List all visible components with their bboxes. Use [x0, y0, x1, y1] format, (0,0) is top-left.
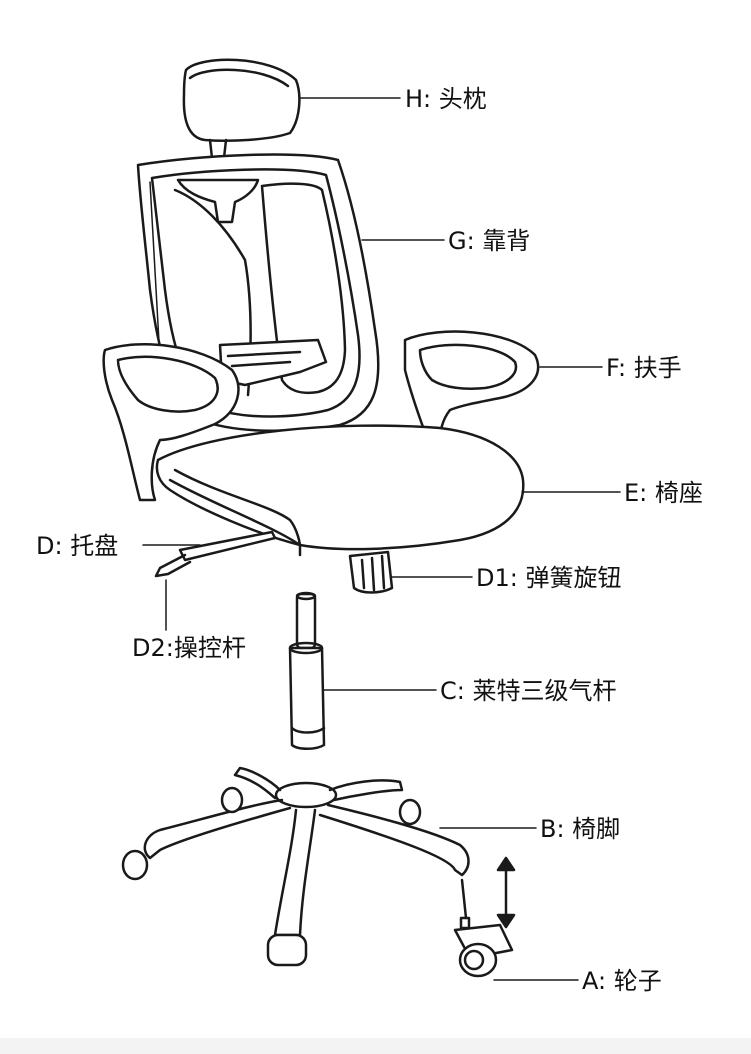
seat-drawing	[155, 424, 525, 557]
label-wheels: A: 轮子	[582, 967, 662, 995]
label-spring-knob: D1: 弹簧旋钮	[476, 564, 621, 592]
label-tray: D: 托盘	[36, 532, 118, 560]
label-headrest: H: 头枕	[405, 85, 487, 113]
label-armrest: F: 扶手	[606, 354, 682, 382]
label-gas-lift: C: 莱特三级气杆	[440, 677, 616, 705]
part-labels: H: 头枕 G: 靠背 F: 扶手 E: 椅座 D: 托盘 D1: 弹簧旋钮 D…	[36, 85, 703, 995]
label-backrest: G: 靠背	[448, 227, 530, 255]
left-armrest-drawing	[102, 343, 240, 502]
lever-drawing	[154, 530, 277, 578]
gas-lift-drawing	[288, 591, 326, 750]
label-control-lever: D2:操控杆	[132, 634, 246, 662]
label-chair-base: B: 椅脚	[540, 815, 620, 843]
headrest-drawing	[182, 58, 301, 160]
bottom-margin-bar	[0, 1038, 751, 1054]
leader-lines	[142, 97, 621, 981]
base-drawing	[121, 766, 516, 978]
right-armrest-drawing	[403, 330, 540, 442]
label-seat: E: 椅座	[624, 479, 703, 507]
spring-knob-drawing	[348, 550, 394, 594]
